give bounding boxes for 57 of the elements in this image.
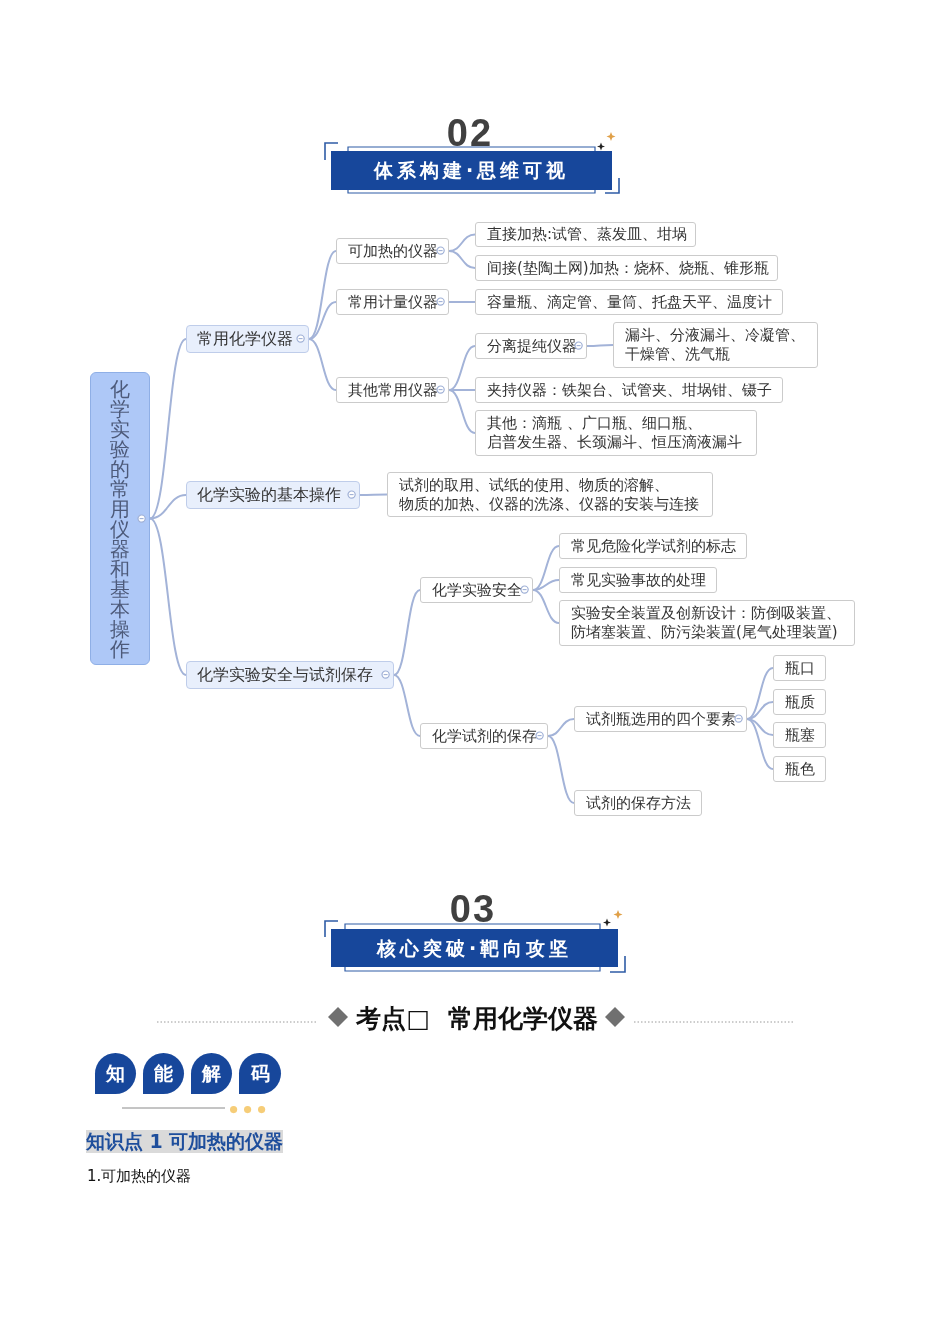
title-banner: 体系构建·思维可视 <box>331 151 612 190</box>
connector-line <box>448 345 476 391</box>
connector-line <box>448 301 476 303</box>
connector-line <box>149 494 187 520</box>
topic-box: 瓶色 <box>773 756 826 782</box>
connector-line <box>532 545 560 591</box>
section-number: 02 <box>446 114 494 152</box>
topic-box: 常用计量仪器 <box>336 289 449 315</box>
main-topic-box: 化学实验安全与试剂保存 <box>186 661 394 689</box>
connector-line <box>149 517 187 676</box>
connector-line <box>532 589 560 624</box>
topic-box: 瓶口 <box>773 655 826 681</box>
topic-box: 试剂瓶选用的四个要素 <box>574 706 747 732</box>
topic-box: 漏斗、分液漏斗、冷凝管、干燥管、洗气瓶 <box>613 322 818 368</box>
topic-box: 化学试剂的保存 <box>420 723 548 749</box>
connector-line <box>448 389 476 434</box>
section-heading: 考点□ 常用化学仪器 <box>356 1004 598 1034</box>
connector-line <box>359 493 388 496</box>
connector-line <box>746 718 774 770</box>
character-tile: 知 <box>95 1053 136 1094</box>
character-tile: 码 <box>239 1053 281 1094</box>
connector-line <box>586 344 614 347</box>
connector-line <box>393 589 421 676</box>
topic-box: 其他常用仪器 <box>336 377 449 403</box>
connector-line <box>308 250 337 340</box>
title-banner: 核心突破·靶向攻坚 <box>331 929 618 967</box>
connector-line <box>448 250 476 269</box>
connector-line <box>746 718 774 736</box>
section-subheading: 知识点 1 可加热的仪器 <box>86 1130 284 1153</box>
topic-box: 常见危险化学试剂的标志 <box>559 533 747 559</box>
topic-box: 实验安全装置及创新设计：防倒吸装置、防堵塞装置、防污染装置(尾气处理装置) <box>559 600 855 646</box>
connector-line <box>308 338 337 391</box>
character-tile: 解 <box>191 1053 232 1094</box>
connector-line <box>547 735 575 804</box>
connector-line <box>547 718 575 737</box>
central-topic-box: 化学实验的常用仪器和基本操作 <box>90 372 150 665</box>
topic-box: 其他：滴瓶 、广口瓶、细口瓶、启普发生器、长颈漏斗、恒压滴液漏斗 <box>475 410 757 456</box>
body-text: 1.可加热的仪器 <box>87 1166 192 1186</box>
topic-box: 试剂的取用、试纸的使用、物质的溶解、物质的加热、仪器的洗涤、仪器的安装与连接 <box>387 472 713 517</box>
topic-box: 常见实验事故的处理 <box>559 567 717 593</box>
main-topic-box: 常用化学仪器 <box>186 325 309 353</box>
connector-line <box>393 674 421 737</box>
topic-box: 化学实验安全 <box>420 577 533 603</box>
topic-box: 瓶质 <box>773 689 826 715</box>
character-tile: 能 <box>143 1053 184 1094</box>
main-topic-box: 化学实验的基本操作 <box>186 481 360 509</box>
topic-box: 分离提纯仪器 <box>475 333 587 359</box>
topic-box: 试剂的保存方法 <box>574 790 702 816</box>
connector-line <box>149 338 187 520</box>
topic-box: 瓶塞 <box>773 722 826 748</box>
topic-box: 夹持仪器：铁架台、试管夹、坩埚钳、镊子 <box>475 377 783 403</box>
topic-box: 间接(垫陶土网)加热：烧杯、烧瓶、锥形瓶 <box>475 255 778 281</box>
topic-box: 直接加热:试管、蒸发皿、坩埚 <box>475 222 696 247</box>
topic-box: 容量瓶、滴定管、量筒、托盘天平、温度计 <box>475 289 783 315</box>
topic-box: 可加热的仪器 <box>336 238 449 264</box>
section-number: 03 <box>449 890 497 928</box>
connector-line <box>746 667 774 720</box>
